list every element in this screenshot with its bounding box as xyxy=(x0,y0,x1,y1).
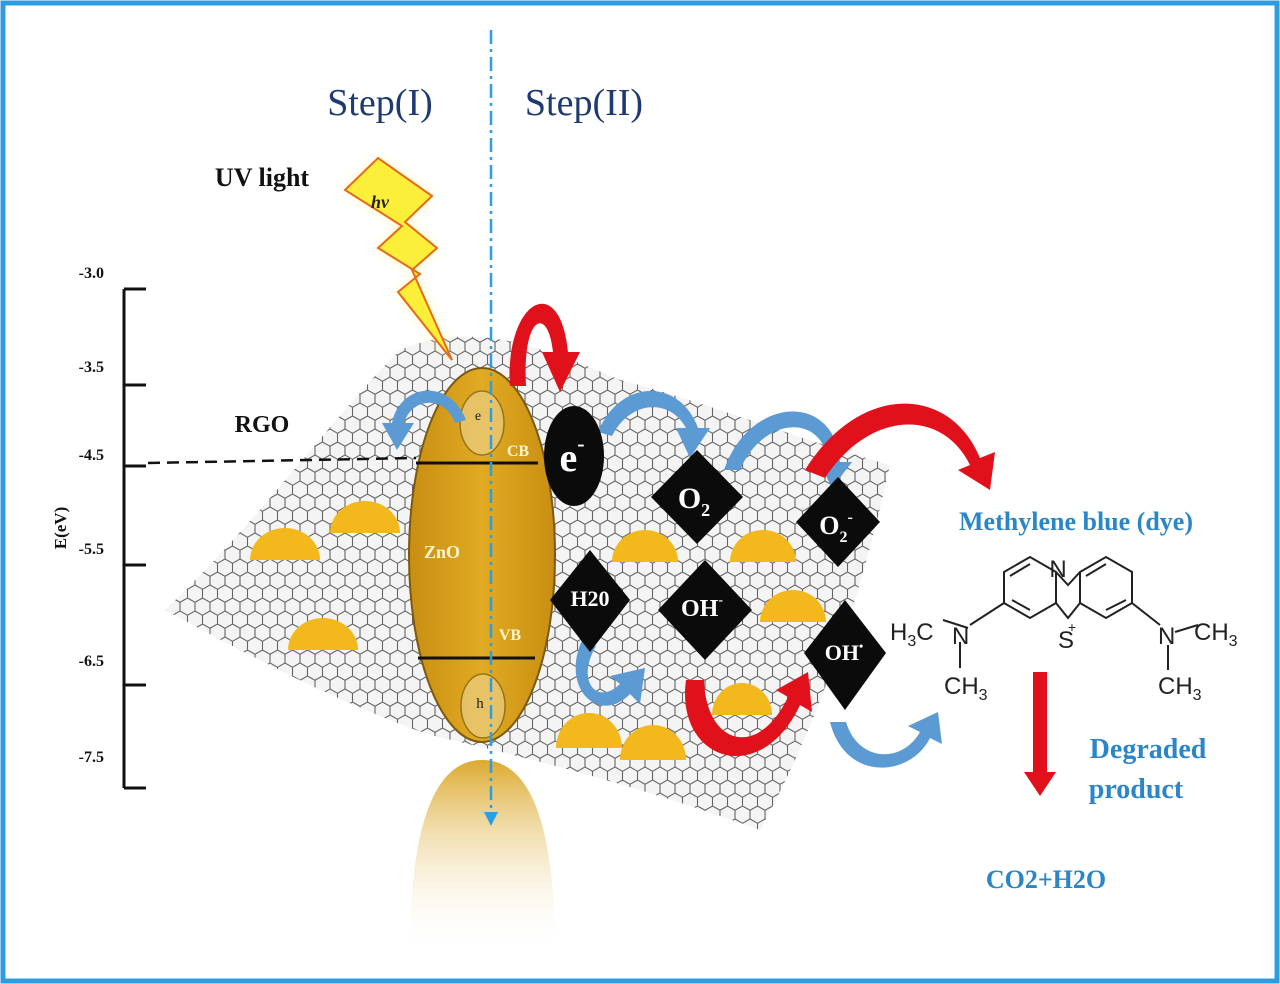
axis-tick-labels: -3.0 -3.5 -4.5 -5.5 -6.5 -7.5 xyxy=(79,265,104,766)
blue-arrow-icon xyxy=(598,390,710,458)
electron-bubble xyxy=(459,390,505,456)
rgo-label: RGO xyxy=(235,412,290,438)
left-nitrogen: N xyxy=(952,623,969,650)
oh-minus-diamond xyxy=(658,560,752,660)
tick-label: -4.5 xyxy=(79,447,104,464)
vb-label: VB xyxy=(499,627,522,644)
h2o-label: H20 xyxy=(570,586,609,611)
blue-arrow-icon xyxy=(382,390,466,450)
left-methyl: H3C xyxy=(890,619,934,650)
particle xyxy=(250,528,320,560)
rgo-level-line xyxy=(147,456,417,465)
step-one-label: Step(I) xyxy=(327,82,433,124)
red-arrows xyxy=(509,303,995,757)
divider-arrowhead xyxy=(484,812,498,826)
particle xyxy=(288,618,358,650)
particle xyxy=(760,590,826,622)
right-lower-methyl: CH3 xyxy=(1158,673,1202,704)
tick-label: -6.5 xyxy=(79,653,104,670)
superoxide-label: O2- xyxy=(819,509,853,546)
hole-bubble xyxy=(460,673,506,739)
dye-atom-labels: N S + H3C N CH3 N CH3 CH3 xyxy=(890,556,1238,704)
particle xyxy=(712,683,772,715)
particle xyxy=(730,530,796,562)
right-nitrogen: N xyxy=(1158,623,1175,650)
oh-radical-diamond xyxy=(804,600,886,710)
tick-label: -5.5 xyxy=(79,541,104,558)
o2-radical-diamond xyxy=(796,477,880,567)
red-arrow-icon xyxy=(805,403,995,490)
uv-light-label: UV light xyxy=(215,163,309,192)
zno-particles xyxy=(250,501,826,760)
red-arrow-icon xyxy=(509,303,580,392)
o2-label: O2 xyxy=(678,482,710,520)
h2o-diamond xyxy=(550,550,630,652)
degraded-label-line2: product xyxy=(1089,774,1184,805)
zno-label: ZnO xyxy=(424,542,460,562)
energy-axis xyxy=(122,287,146,790)
tick-label: -3.0 xyxy=(79,265,104,282)
blue-arrow-icon xyxy=(724,411,852,488)
uv-lightning-icon xyxy=(343,156,453,361)
hydroxyl-radical-label: OH• xyxy=(825,639,863,665)
hole-in-vb: h xyxy=(476,696,484,712)
left-lower-methyl: CH3 xyxy=(944,673,988,704)
zno-particle xyxy=(408,367,556,743)
final-product-label: CO2+H2O xyxy=(986,865,1106,894)
dye-title: Methylene blue (dye) xyxy=(959,507,1193,536)
electron-in-cb: e xyxy=(475,409,481,424)
red-arrow-icon xyxy=(685,672,812,757)
electron-species xyxy=(544,406,604,506)
axis-title: E(eV) xyxy=(51,507,70,549)
step-two-label: Step(II) xyxy=(525,82,643,124)
particle xyxy=(330,501,400,533)
tick-label: -3.5 xyxy=(79,359,104,376)
tick-label: -7.5 xyxy=(79,749,104,766)
hv-label: hv xyxy=(371,192,390,212)
species-diamonds xyxy=(550,450,886,710)
charge-plus: + xyxy=(1068,619,1076,635)
right-methyl: CH3 xyxy=(1194,619,1238,650)
degraded-label-line1: Degraded xyxy=(1090,734,1207,765)
particle xyxy=(556,713,622,748)
atom-n-top: N xyxy=(1049,556,1066,583)
cb-label: CB xyxy=(507,443,530,460)
hydroxide-label: OH- xyxy=(681,593,723,622)
blue-arrow-icon xyxy=(575,640,645,706)
methylene-blue-structure xyxy=(942,555,1199,670)
light-glow xyxy=(410,760,555,952)
atom-s: S xyxy=(1058,627,1074,654)
o2-diamond xyxy=(651,450,743,544)
degradation-arrow-icon xyxy=(1024,672,1056,796)
particle xyxy=(620,725,686,760)
particle xyxy=(612,530,678,562)
electron-label: e- xyxy=(559,431,584,480)
blue-arrows xyxy=(382,390,942,768)
blue-arrow-icon xyxy=(830,712,942,768)
